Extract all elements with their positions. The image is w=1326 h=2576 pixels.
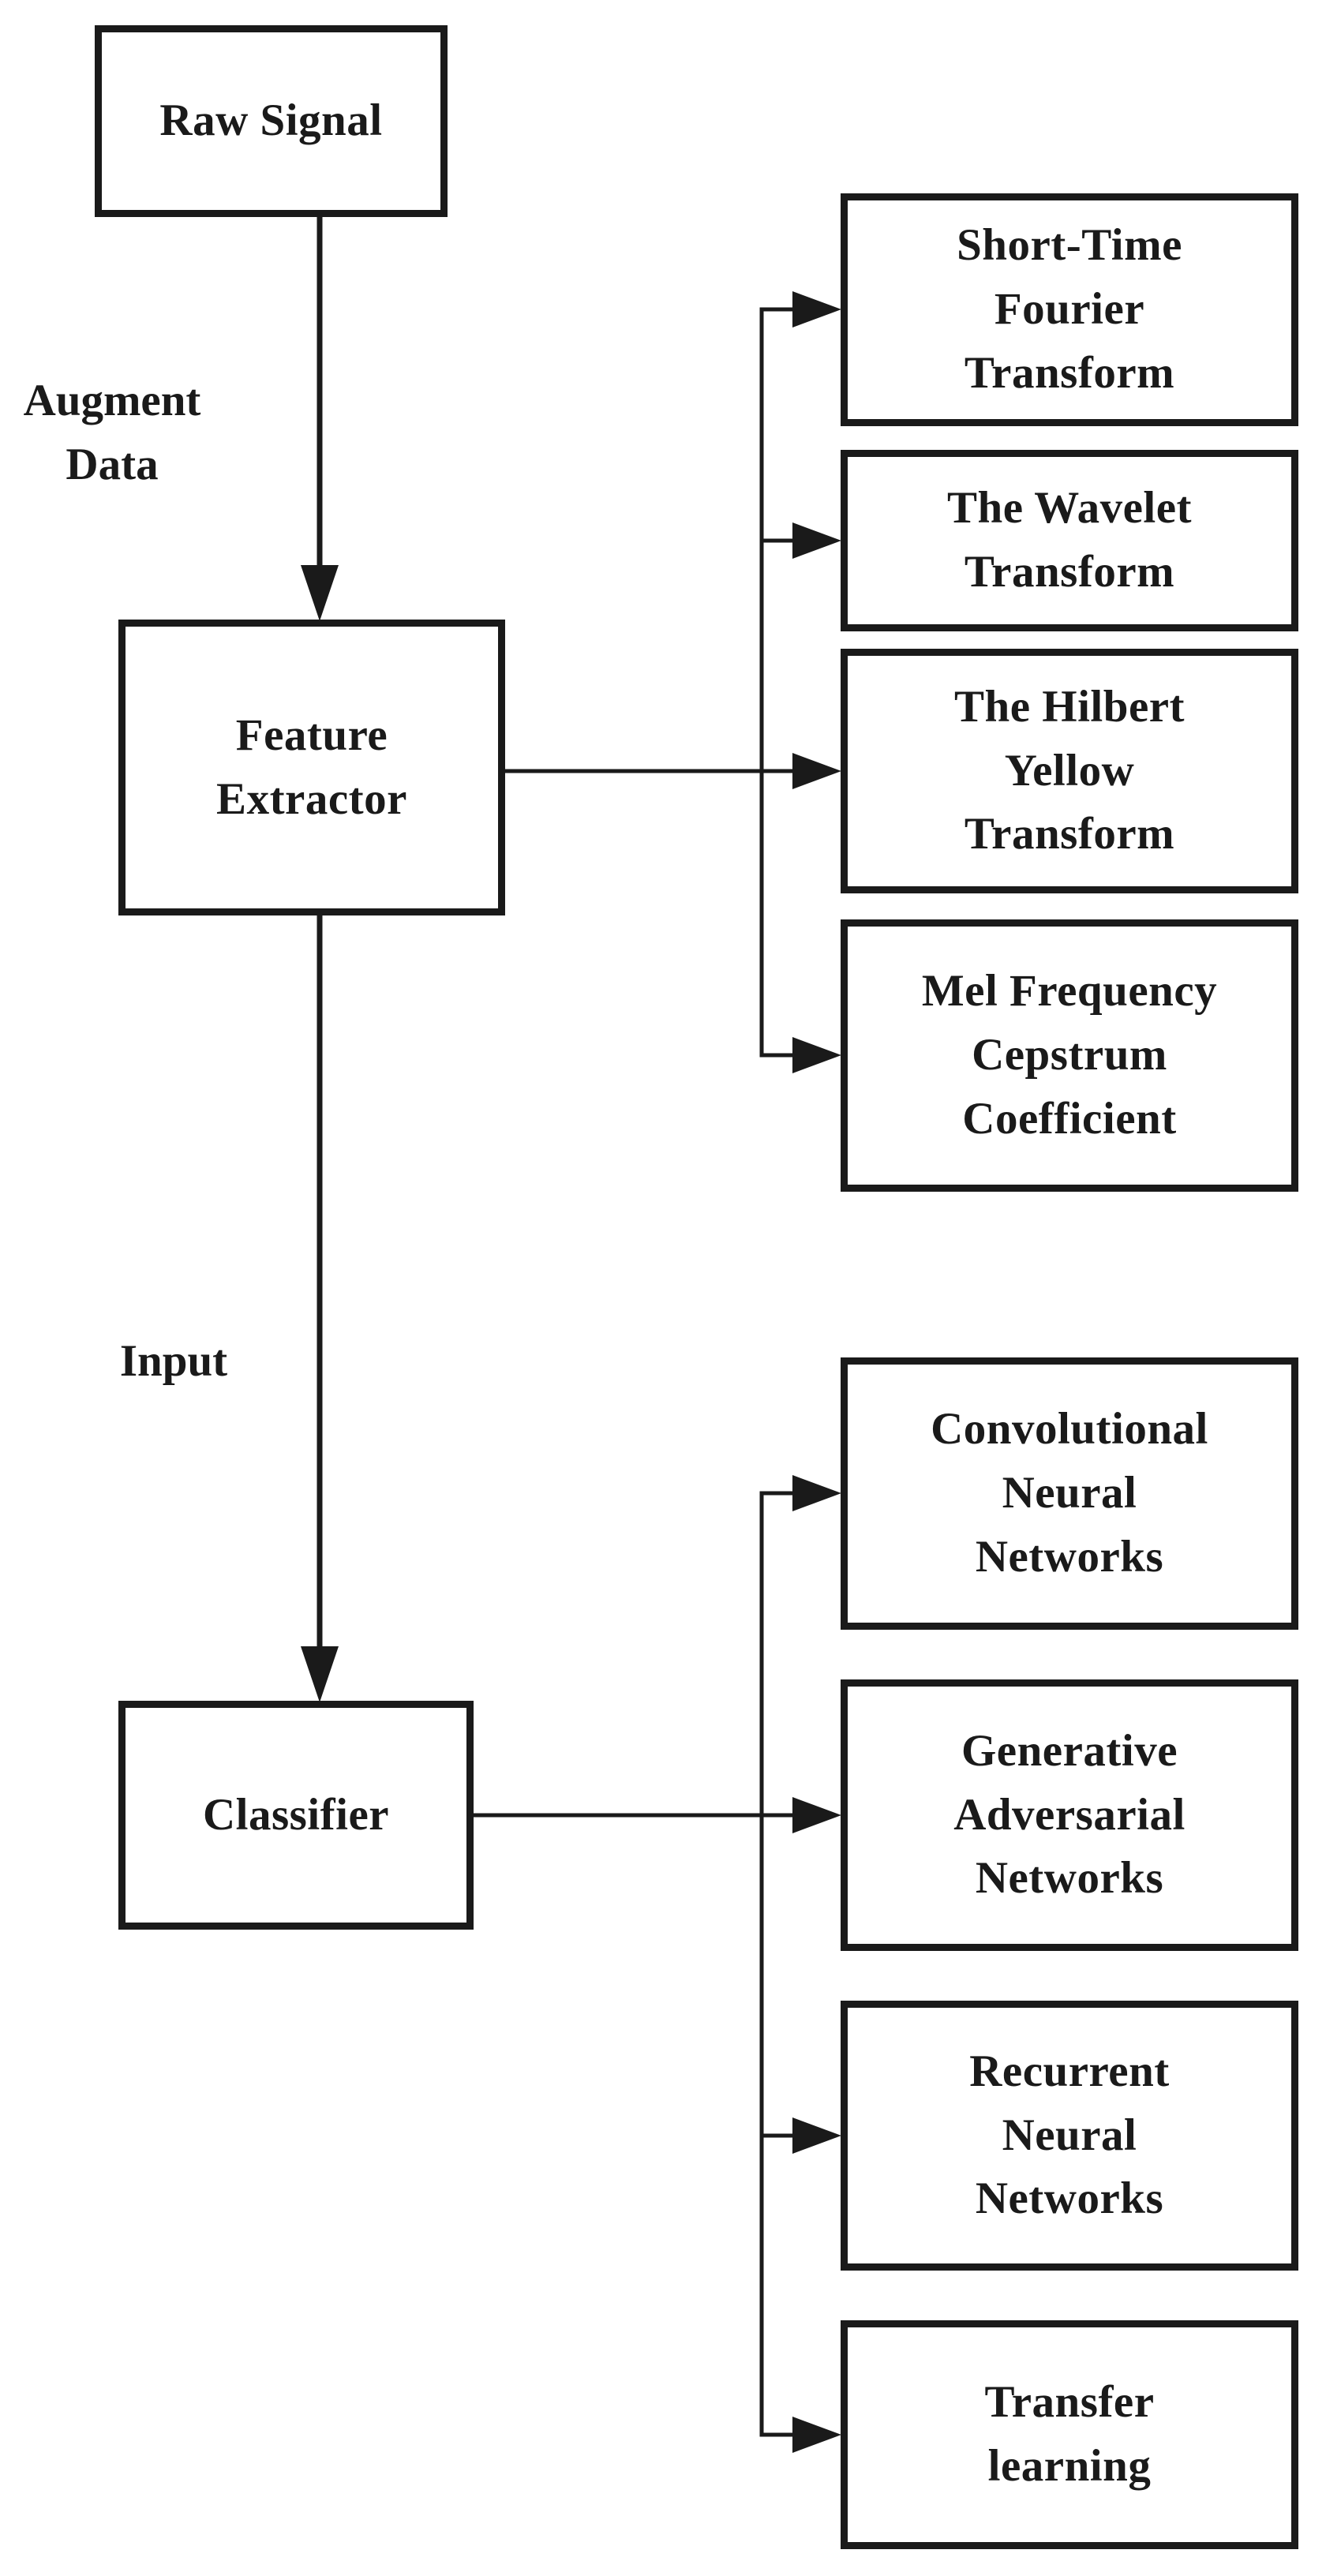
arrowhead-cnn xyxy=(792,1475,841,1511)
edge-label-input: Input xyxy=(119,1336,228,1386)
node-classifier-label: Classifier xyxy=(202,1789,390,1840)
node-generative-adversarial-networks: Generative Adversarial Networks xyxy=(841,1679,1298,1951)
node-convolutional-neural-networks: Convolutional Neural Networks xyxy=(841,1357,1298,1630)
arrowhead-transfer xyxy=(792,2417,841,2453)
arrowhead-mel xyxy=(792,1037,841,1073)
arrowhead-rnn xyxy=(792,2117,841,2154)
node-hilbert-label: The Hilbert Yellow Transform xyxy=(953,681,1186,859)
node-mel-label: Mel Frequency Cepstrum Coefficient xyxy=(921,966,1218,1144)
node-transfer-label: Transfer learning xyxy=(984,2377,1155,2491)
node-raw-signal: Raw Signal xyxy=(95,25,448,217)
node-hilbert-yellow-transform: The Hilbert Yellow Transform xyxy=(841,649,1298,893)
branch-classifier-to-networks xyxy=(474,1475,841,2453)
node-mel-frequency-cepstrum-coefficient: Mel Frequency Cepstrum Coefficient xyxy=(841,919,1298,1192)
node-feature-extractor-label: Feature Extractor xyxy=(216,710,407,824)
arrowhead-stft xyxy=(792,291,841,328)
node-recurrent-neural-networks: Recurrent Neural Networks xyxy=(841,2001,1298,2271)
node-stft-label: Short-Time Fourier Transform xyxy=(957,220,1182,398)
node-short-time-fourier-transform: Short-Time Fourier Transform xyxy=(841,193,1298,426)
branch-feature-extractor-to-transforms xyxy=(505,291,841,1073)
node-cnn-label: Convolutional Neural Networks xyxy=(931,1404,1208,1582)
arrowhead-hilbert xyxy=(792,753,841,789)
arrow-feature-extractor-to-classifier xyxy=(301,915,339,1702)
arrow-raw-signal-to-feature-extractor xyxy=(301,217,339,621)
node-classifier: Classifier xyxy=(118,1701,474,1930)
arrowhead-wavelet xyxy=(792,522,841,559)
node-wavelet-label: The Wavelet Transform xyxy=(946,483,1192,597)
node-rnn-label: Recurrent Neural Networks xyxy=(969,2046,1170,2224)
node-transfer-learning: Transfer learning xyxy=(841,2320,1298,2549)
node-raw-signal-label: Raw Signal xyxy=(159,95,383,146)
node-wavelet-transform: The Wavelet Transform xyxy=(841,450,1298,631)
node-gan-label: Generative Adversarial Networks xyxy=(953,1725,1186,1904)
arrowhead-gan xyxy=(792,1797,841,1833)
edge-label-augment-data: Augment Data xyxy=(23,376,201,489)
node-feature-extractor: Feature Extractor xyxy=(118,620,505,915)
